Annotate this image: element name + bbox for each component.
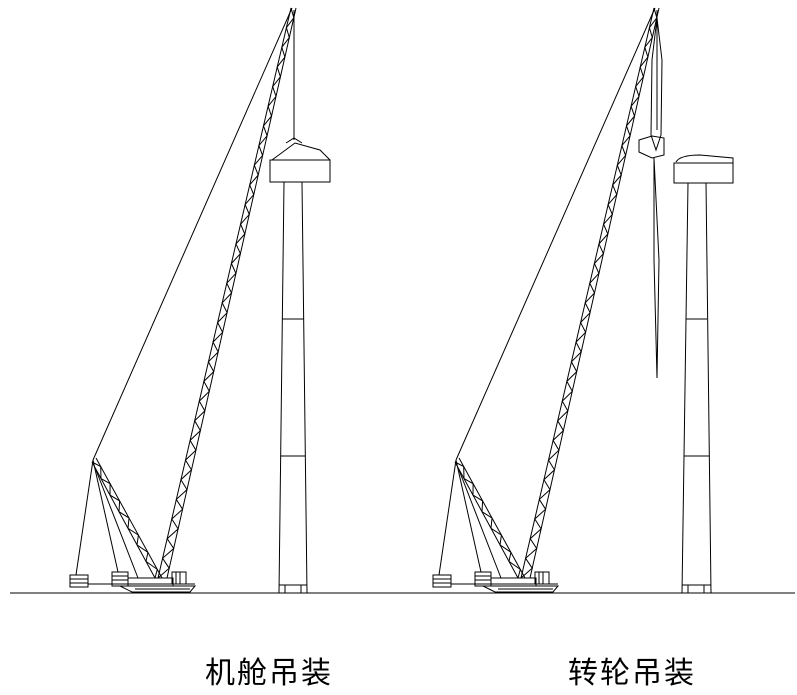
boom-stay-right [455, 7, 656, 461]
main-boom-left [157, 7, 297, 579]
rotor-lifting-scene [432, 7, 734, 594]
backstay-2-right [455, 459, 482, 573]
nacelle-lifting-scene [69, 7, 331, 594]
nacelle-right [673, 154, 734, 184]
caption-rotor-lifting: 转轮吊装 [568, 656, 696, 691]
boom-stay-left [92, 7, 293, 461]
crane-base-left [69, 571, 197, 593]
caption-nacelle-lifting: 机舱吊装 [205, 656, 333, 691]
back-mast-right [454, 457, 526, 579]
nacelle-left [269, 137, 331, 183]
backstay-1-right [438, 459, 457, 576]
back-mast-left [91, 457, 163, 579]
crane-base-right [432, 571, 560, 593]
rotor-right [638, 17, 665, 379]
tower-right [681, 182, 712, 594]
backstay-2-left [92, 459, 119, 573]
backstay-1-left [75, 459, 94, 576]
tower-left [278, 181, 308, 594]
main-boom-right [520, 7, 660, 579]
